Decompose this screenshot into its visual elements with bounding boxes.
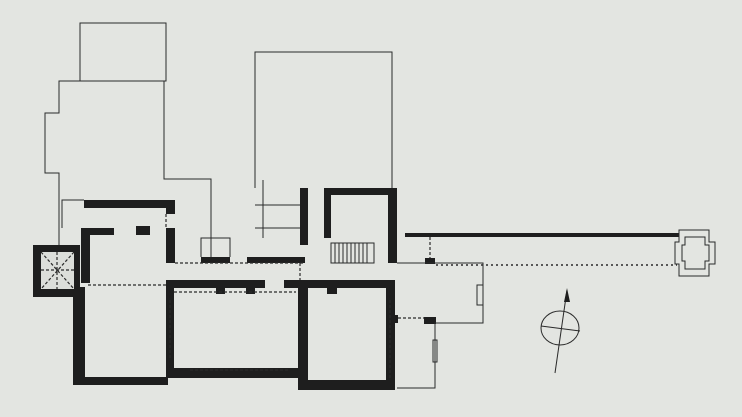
wall <box>166 368 298 378</box>
compass-crossbar <box>540 325 581 332</box>
wall <box>166 280 174 377</box>
annex <box>397 262 484 389</box>
wall <box>166 200 175 214</box>
wall <box>405 233 679 237</box>
yard-wall <box>200 237 231 257</box>
window <box>476 284 484 306</box>
wall <box>246 284 255 294</box>
vault-line <box>40 251 75 290</box>
wall <box>166 228 175 263</box>
end-pavilion <box>674 229 716 277</box>
wall <box>388 188 397 263</box>
outbuilding-courtyard <box>254 51 393 188</box>
stair-treads <box>334 243 368 263</box>
wall <box>73 287 85 385</box>
wall <box>298 283 308 388</box>
wall <box>298 380 395 390</box>
annex-outlines <box>397 262 484 389</box>
main-walls <box>73 188 679 390</box>
openings <box>88 214 677 380</box>
wall <box>324 188 395 195</box>
wall <box>425 258 435 264</box>
pavilion-outline <box>674 229 716 277</box>
yard-wall <box>61 199 84 228</box>
wall <box>424 317 436 324</box>
wall <box>284 280 395 288</box>
outbuilding-north-west <box>79 22 167 82</box>
north-arrow-icon <box>564 288 570 302</box>
wall <box>166 280 265 288</box>
wall <box>247 257 305 263</box>
wall <box>136 226 150 235</box>
wall <box>81 228 90 283</box>
wall <box>81 228 114 235</box>
wall <box>324 188 331 238</box>
north-arrow <box>540 288 581 374</box>
compass-circle <box>540 310 580 346</box>
wall <box>327 284 337 294</box>
wall <box>201 257 230 263</box>
window <box>432 339 438 363</box>
tower <box>33 245 80 297</box>
outbuilding-west <box>44 80 212 257</box>
stair-outline <box>330 242 375 264</box>
wall <box>73 377 168 385</box>
staircase <box>330 242 375 264</box>
wall <box>84 200 175 208</box>
wall <box>216 284 225 294</box>
compass-needle <box>554 289 568 374</box>
vault-line <box>40 251 75 290</box>
wall <box>386 315 398 323</box>
wall <box>300 188 308 245</box>
outbuilding-outlines <box>44 22 393 257</box>
pavilion-inner <box>681 236 710 270</box>
